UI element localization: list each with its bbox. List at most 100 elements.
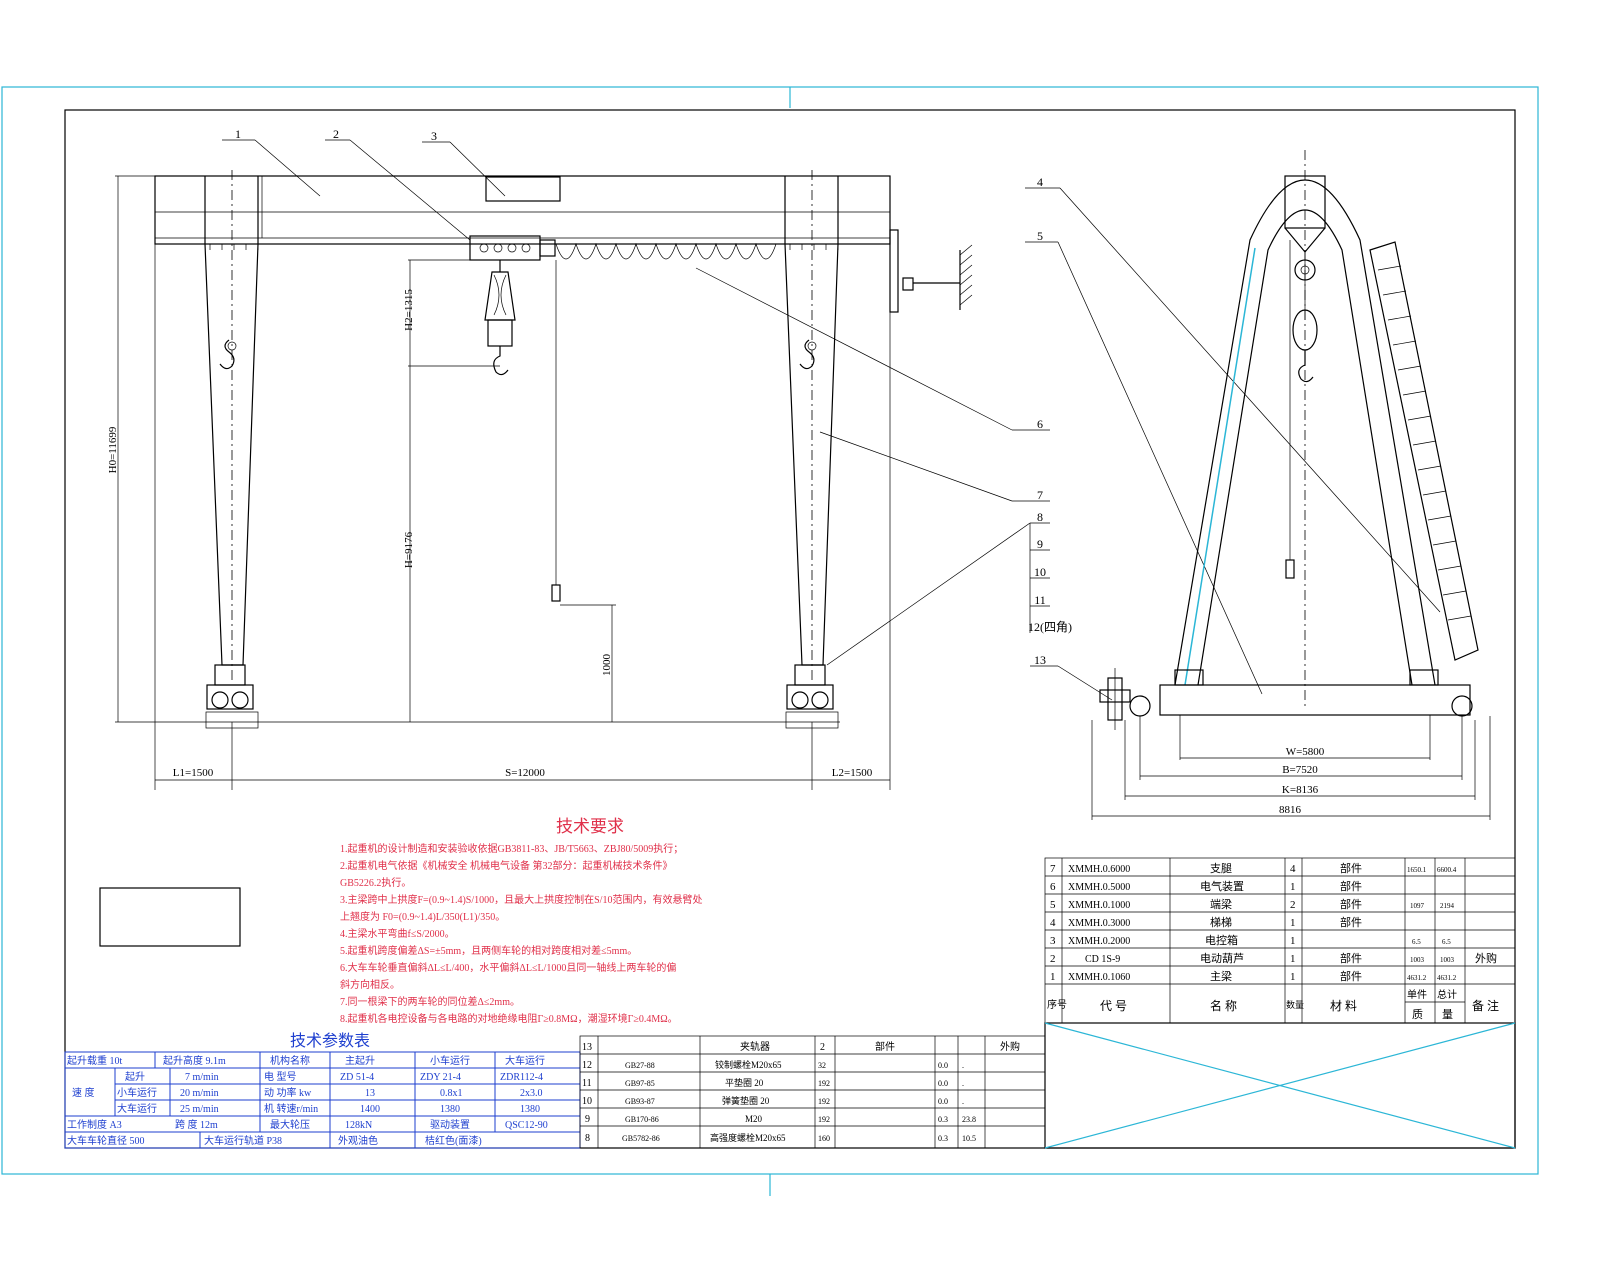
bom-mid-cell: 高强度螺栓M20x65 bbox=[710, 1132, 786, 1143]
bom-mid-cell: GB93-87 bbox=[625, 1097, 655, 1106]
bom-right-cell: 7 bbox=[1050, 863, 1056, 875]
bom-right-cell: 1 bbox=[1290, 935, 1296, 947]
callout-8: 8 bbox=[1037, 510, 1043, 524]
bom-right-header: 质 bbox=[1412, 1008, 1423, 1021]
callout-leaders bbox=[222, 139, 1441, 701]
tech-req-line: 上翘度为 F0=(0.9~1.4)L/350(L1)/350。 bbox=[340, 910, 505, 923]
bom-mid-cell: 192 bbox=[818, 1079, 830, 1088]
tech-req-line: 1.起重机的设计制造和安装验收依据GB3811-83、JB/T5663、ZBJ8… bbox=[340, 842, 683, 855]
side-view-gantry bbox=[1099, 150, 1479, 730]
bom-mid-cell: 平垫圈 20 bbox=[725, 1077, 764, 1088]
bom-right-cell: 6.5 bbox=[1442, 938, 1451, 946]
parameter-table: 技术参数表 起升载重 10t 起升高度 9.1m 机构名称 主起升 小车运行 大… bbox=[64, 1032, 581, 1149]
param-cell: 驱动装置 bbox=[430, 1118, 470, 1131]
bom-right-cell: 梯梯 bbox=[1210, 916, 1232, 929]
bom-right-cell: 2 bbox=[1290, 899, 1296, 911]
param-cell: 20 m/min bbox=[180, 1088, 219, 1099]
param-cell: 起升 bbox=[125, 1071, 145, 1083]
side-dimensions bbox=[1091, 715, 1491, 820]
bom-mid-cell: 0.3 bbox=[938, 1134, 948, 1143]
bom-mid-cell: 夹轨器 bbox=[740, 1040, 770, 1053]
param-cell: 机 转速r/min bbox=[264, 1102, 318, 1115]
bom-mid-cell: 外购 bbox=[1000, 1040, 1020, 1053]
bom-mid-cell: 2 bbox=[820, 1042, 825, 1053]
dim-h0: H0=11699 bbox=[107, 426, 119, 473]
bom-right-cell: XMMH.0.3000 bbox=[1068, 918, 1130, 929]
bom-mid-cell: 192 bbox=[818, 1115, 830, 1124]
title-block bbox=[1044, 1022, 1516, 1149]
bom-right-table: 7 XMMH.0.6000 支腿 4 部件 1650.1 6600.4 6 XM… bbox=[1044, 857, 1516, 1024]
bom-right-cell: 4631.2 bbox=[1407, 974, 1427, 982]
param-cell: 大车运行 bbox=[505, 1054, 545, 1067]
callout-6: 6 bbox=[1037, 417, 1043, 431]
dim-l2: L2=1500 bbox=[832, 767, 873, 779]
param-cell: 25 m/min bbox=[180, 1104, 219, 1115]
bom-right-cell: 部件 bbox=[1340, 969, 1362, 983]
dim-h2: H2=1315 bbox=[403, 289, 415, 331]
param-cell: 0.8x1 bbox=[440, 1088, 463, 1099]
tech-req-line: 3.主梁跨中上拱度F=(0.9~1.4)S/1000，且最大上拱度控制在S/10… bbox=[340, 893, 702, 906]
bom-mid-cell: 0.3 bbox=[938, 1115, 948, 1124]
bom-mid-cell: 160 bbox=[818, 1134, 830, 1143]
param-cell: ZDR112-4 bbox=[500, 1072, 543, 1083]
bom-right-cell: 外购 bbox=[1475, 951, 1497, 965]
bom-mid-cell: . bbox=[962, 1097, 964, 1106]
front-view-gantry bbox=[154, 170, 973, 729]
bom-right-cell: 6600.4 bbox=[1437, 866, 1457, 874]
param-cell: 2x3.0 bbox=[520, 1088, 543, 1099]
param-cell: 外观油色 bbox=[338, 1134, 378, 1147]
bom-mid-cell: 铰制螺栓M20x65 bbox=[715, 1059, 782, 1070]
tech-req-line: 8.起重机各电控设备与各电路的对地绝缘电阻Γ≥0.8MΩ，潮湿环境Γ≥0.4MΩ… bbox=[340, 1012, 678, 1025]
bom-right-header: 序号 bbox=[1047, 998, 1067, 1011]
param-cell: 起升高度 9.1m bbox=[163, 1054, 226, 1067]
side-ladder bbox=[1369, 241, 1479, 661]
bom-mid-cell: 23.8 bbox=[962, 1115, 976, 1124]
dim-h: H=9176 bbox=[403, 531, 415, 568]
callout-7: 7 bbox=[1037, 488, 1043, 502]
dim-total: 8816 bbox=[1279, 804, 1302, 816]
param-cell: 1380 bbox=[440, 1104, 460, 1115]
bom-right-cell: 部件 bbox=[1340, 861, 1362, 875]
param-cell: ZD 51-4 bbox=[340, 1072, 374, 1083]
festoon-cable bbox=[555, 242, 777, 260]
bom-right-cell: 部件 bbox=[1340, 897, 1362, 911]
param-cell: QSC12-90 bbox=[505, 1120, 548, 1131]
bom-right-header: 代 号 bbox=[1100, 999, 1127, 1013]
tech-req-line: 5.起重机跨度偏差ΔS=±5mm，且两侧车轮的相对跨度相对差≤5mm。 bbox=[340, 944, 637, 957]
bom-right-cell: 端梁 bbox=[1210, 897, 1232, 911]
param-cell: 大车车轮直径 500 bbox=[67, 1134, 145, 1147]
tech-req-line: 6.大车车轮垂直偏斜ΔL≤L/400，水平偏斜ΔL≤L/1000且同一轴线上两车… bbox=[340, 961, 676, 974]
tech-req-line: GB5226.2执行。 bbox=[340, 876, 411, 889]
param-cell: 大车运行 bbox=[117, 1102, 157, 1115]
param-cell: 主起升 bbox=[345, 1055, 375, 1067]
bom-right-header: 单件 bbox=[1407, 989, 1427, 1001]
dim-w: W=5800 bbox=[1286, 746, 1325, 758]
bom-mid-cell: 32 bbox=[818, 1061, 826, 1070]
outer-frame bbox=[1, 86, 1539, 1196]
bom-mid-cell: . bbox=[962, 1061, 964, 1070]
callout-1: 1 bbox=[235, 127, 241, 141]
param-cell: 电 型号 bbox=[264, 1070, 297, 1083]
bom-right-cell: 电动葫芦 bbox=[1200, 952, 1244, 965]
param-cell: 速 度 bbox=[72, 1086, 95, 1099]
tech-req-line: 2.起重机电气依据《机械安全 机械电气设备 第32部分：起重机械技术条件》 bbox=[340, 859, 673, 872]
bom-mid-cell: 弹簧垫圈 20 bbox=[722, 1095, 770, 1106]
bom-right-cell: 支腿 bbox=[1210, 862, 1232, 875]
left-bogie bbox=[205, 664, 259, 729]
callout-5: 5 bbox=[1037, 229, 1043, 243]
dim-k: K=8136 bbox=[1282, 784, 1319, 796]
tech-req-line: 4.主梁水平弯曲f≤S/2000。 bbox=[340, 927, 455, 940]
param-cell: 工作制度 A3 bbox=[67, 1118, 122, 1131]
bom-right-header: 备 注 bbox=[1472, 998, 1499, 1013]
bom-mid-cell: 9 bbox=[585, 1114, 590, 1125]
bom-right-cell: XMMH.0.2000 bbox=[1068, 936, 1130, 947]
bom-right-cell: 1 bbox=[1290, 953, 1296, 965]
bom-right-cell: XMMH.0.5000 bbox=[1068, 882, 1130, 893]
bom-right-cell: 1097 bbox=[1410, 902, 1425, 910]
param-cell: 起升载重 10t bbox=[67, 1054, 122, 1067]
callout-2: 2 bbox=[333, 127, 339, 141]
bom-mid-cell: 13 bbox=[582, 1042, 592, 1053]
bom-mid-cell: 10.5 bbox=[962, 1134, 976, 1143]
dim-s: S=12000 bbox=[505, 767, 545, 779]
